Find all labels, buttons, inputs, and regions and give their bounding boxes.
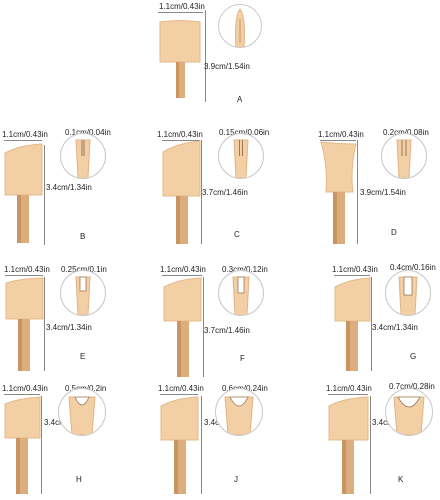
wood-burning-tip-icon [320,141,357,244]
wood-burning-tip-icon [4,143,43,243]
tip-closeup-icon [224,396,254,435]
tip-j-image [160,396,200,496]
tip-d-closeup [381,133,427,179]
tip-b-height-line [44,145,45,245]
tip-d-tip-label: 0.2cm/0.08in [383,128,429,137]
tip-closeup-icon [393,396,425,435]
tip-e-height-line [44,277,45,371]
tip-c-image [162,140,202,246]
tip-e-tip-label: 0.25cm/0.1in [61,265,107,274]
tip-d-width-line [320,140,356,141]
tip-h-width-label: 1.1cm/0.43in [2,384,48,393]
tip-d-width-label: 1.1cm/0.43in [318,130,364,139]
tip-j-width-line [160,394,198,395]
tip-b-image [4,143,44,245]
tip-c-width-label: 1.1cm/0.43in [157,130,203,139]
tip-a-letter: A [237,95,243,104]
tip-e-width-line [5,275,43,276]
tip-b-letter: B [80,232,86,241]
tip-c-tip-label: 0.15cm/0.06in [219,128,269,137]
tip-c-letter: C [234,230,240,239]
tip-a-height-label: 3.9cm/1.54in [204,62,250,71]
tip-e-closeup [60,270,106,316]
tip-k-closeup [385,388,433,436]
tip-h-image [4,396,44,496]
tip-k-width-line [328,394,368,395]
tip-b-closeup [60,133,106,179]
wood-burning-tip-icon [4,396,41,494]
tip-e-width-label: 1.1cm/0.43in [4,265,50,274]
tip-j-height-line [201,396,202,494]
tip-h-closeup [58,388,106,436]
tip-e-height-label: 3.4cm/1.34in [46,323,92,332]
tip-g-width-label: 1.1cm/0.43in [332,265,378,274]
tip-a-width-label: 1.1cm/0.43in [159,2,205,11]
tip-j-letter: J [234,475,238,484]
tip-k-width-label: 1.1cm/0.43in [326,384,372,393]
tip-c-height-label: 3.7cm/1.46in [202,188,248,197]
tip-a-width-line [158,12,203,13]
tip-f-width-line [162,275,202,276]
tip-g-width-line [334,275,370,276]
wood-burning-tip-icon [328,396,369,494]
tip-h-height-line [41,396,42,494]
tip-g-image [334,277,374,372]
tip-j-closeup [215,388,263,436]
tip-k-image [328,396,370,496]
tip-e-image [5,277,45,372]
tip-closeup-icon [75,139,91,178]
tip-j-width-label: 1.1cm/0.43in [158,384,204,393]
tip-closeup-icon [68,396,96,435]
tip-d-letter: D [391,228,397,237]
tip-a-height-line [205,10,206,102]
tip-f-height-label: 3.7cm/1.46in [204,326,250,335]
wood-burning-tip-icon [159,20,201,98]
tip-g-height-label: 3.4cm/1.34in [372,323,418,332]
tip-b-height-label: 3.4cm/1.34in [46,183,92,192]
tip-a-closeup [218,4,262,48]
tip-closeup-icon [232,276,250,315]
tip-d-image [320,140,360,246]
tip-b-tip-label: 0.1cm/0.04in [65,128,111,137]
tip-e-letter: E [80,352,86,361]
wood-burning-tip-icon [163,277,202,377]
tip-g-closeup [385,270,431,316]
wood-burning-tip-icon [160,396,199,494]
tip-c-closeup [218,133,264,179]
tip-k-height-line [370,396,371,494]
tip-k-letter: K [398,475,404,484]
tip-b-width-label: 1.1cm/0.43in [2,130,48,139]
tip-f-image [163,277,203,379]
tip-f-closeup [218,270,264,316]
tip-h-letter: H [76,475,82,484]
tip-f-tip-label: 0.3cm/0.12in [222,265,268,274]
tip-a-image [158,18,203,98]
tip-d-height-line [357,140,358,244]
tip-b-width-line [4,140,42,141]
tip-closeup-icon [75,276,91,315]
tip-d-height-label: 3.9cm/1.54in [360,188,406,197]
tip-f-height-line [203,277,204,377]
tip-f-width-label: 1.1cm/0.43in [160,265,206,274]
tip-h-width-line [4,394,40,395]
tip-closeup-icon [233,139,249,178]
tip-k-tip-label: 0.7cm/0.28in [389,382,435,391]
wood-burning-tip-icon [334,277,371,371]
tip-closeup-icon [398,276,418,315]
tip-g-letter: G [410,352,417,361]
wood-burning-tip-icon [5,277,44,371]
wood-burning-tip-icon [162,140,201,244]
tip-g-tip-label: 0.4cm/0.16in [390,263,436,272]
tip-closeup-icon [396,139,412,178]
tip-c-width-line [162,140,200,141]
tip-c-height-line [201,140,202,244]
tip-closeup-icon [235,8,245,47]
tip-g-height-line [371,277,372,371]
tip-f-letter: F [240,354,245,363]
